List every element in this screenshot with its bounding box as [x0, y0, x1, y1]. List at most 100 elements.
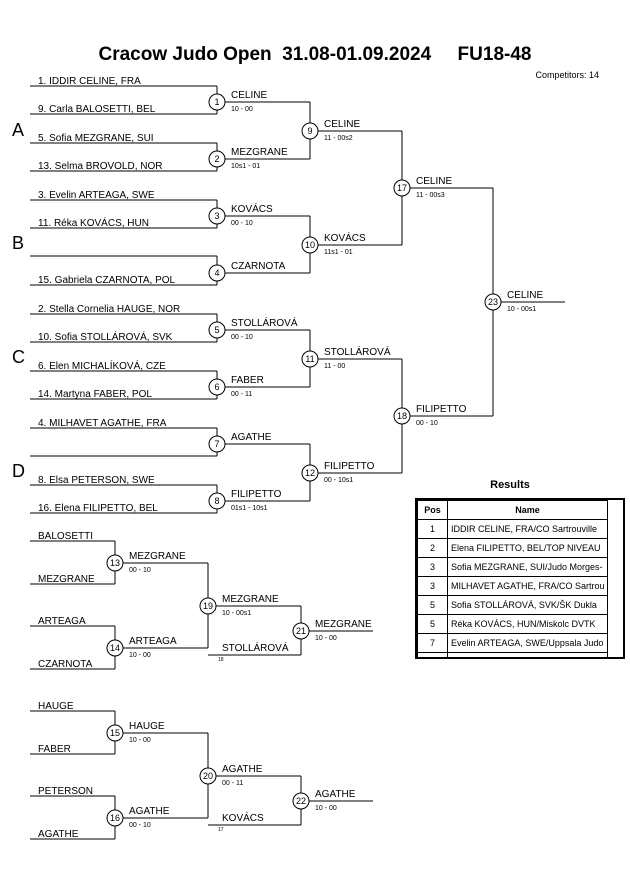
repechage-entrant: MEZGRANE [38, 574, 95, 585]
match-score: 00 - 10 [231, 334, 253, 341]
match-circle [484, 293, 502, 311]
competitors-count: Competitors: 14 [535, 70, 599, 80]
match-winner: FABER [231, 375, 264, 386]
entrant-name: 9. Carla BALOSETTI, BEL [38, 104, 156, 115]
match-circle [301, 464, 319, 482]
repechage-entrant: FABER [38, 744, 71, 755]
match-score: 10 - 00s1 [222, 610, 251, 617]
repechage-entrant: ARTEAGA [38, 616, 86, 627]
repechage-entrant: CZARNOTA [38, 659, 93, 670]
match-number: 8 [214, 496, 219, 506]
match-score: 11s1 - 01 [324, 249, 353, 256]
match-number: 23 [488, 297, 498, 307]
results-name: Evelin ARTEAGA, SWE/Uppsala Judo [447, 633, 608, 653]
repechage-entrant: HAUGE [38, 701, 74, 712]
entrant-name: 8. Elsa PETERSON, SWE [38, 475, 155, 486]
entrant-name: 11. Réka KOVÁCS, HUN [38, 216, 149, 229]
results-name: Elena FILIPETTO, BEL/TOP NIVEAU [447, 538, 608, 558]
pool-label: C [12, 347, 25, 367]
repechage-entrant: BALOSETTI [38, 531, 93, 542]
entrant-name: 4. MILHAVET AGATHE, FRA [38, 418, 167, 429]
results-name: Réka KOVÁCS, HUN/Miskolc DVTK [447, 614, 608, 634]
match-winner: AGATHE [129, 806, 170, 817]
match-number: 21 [296, 626, 306, 636]
match-winner: ARTEAGA [129, 636, 177, 647]
match-circle [106, 639, 124, 657]
match-number: 4 [214, 268, 219, 278]
results-pos: 5 [417, 614, 448, 634]
entrant-name: 3. Evelin ARTEAGA, SWE [38, 190, 155, 201]
match-circle [393, 179, 411, 197]
results-row: 7Stella Cornelia HAUGE, NOR/SSK Jud [417, 652, 608, 657]
match-winner: FILIPETTO [416, 404, 467, 415]
entrant-name: 6. Elen MICHALÍKOVÁ, CZE [38, 359, 166, 372]
results-name: IDDIR CELINE, FRA/CO Sartrouville [447, 519, 608, 539]
match-score: 00 - 11 [231, 391, 252, 398]
match-circle [106, 554, 124, 572]
results-header-pos: Pos [417, 500, 448, 520]
match-winner: CELINE [231, 90, 267, 101]
entrant-name: 15. Gabriela CZARNOTA, POL [38, 275, 176, 286]
results-pos: 1 [417, 519, 448, 539]
page-title: Cracow Judo Open 31.08-01.09.2024 FU18-4… [98, 44, 532, 65]
match-score: 01s1 - 10s1 [231, 505, 268, 512]
match-score: 10 - 00 [129, 652, 151, 659]
match-number: 20 [203, 771, 213, 781]
entrant-name: 5. Sofia MEZGRANE, SUI [38, 133, 154, 144]
match-winner: MEZGRANE [315, 619, 372, 630]
repechage-entrant: AGATHE [38, 829, 79, 840]
match-number: 11 [305, 354, 314, 364]
match-winner: AGATHE [315, 789, 356, 800]
match-score: 10s1 - 01 [231, 163, 260, 170]
match-circle [106, 724, 124, 742]
match-score: 10 - 00 [315, 805, 337, 812]
match-score: 00 - 10 [231, 220, 253, 227]
match-winner: AGATHE [231, 432, 272, 443]
results-pos: 3 [417, 576, 448, 596]
match-number: 22 [296, 796, 306, 806]
entrant-name: 1. IDDIR CELINE, FRA [38, 76, 141, 87]
match-number: 18 [397, 411, 407, 421]
entrant-name: 14. Martyna FABER, POL [38, 389, 152, 400]
match-winner: CELINE [324, 119, 360, 130]
match-score: 10 - 00 [231, 106, 253, 113]
match-circle [301, 350, 319, 368]
match-number: 1 [214, 97, 219, 107]
results-pos: 7 [417, 633, 448, 653]
results-pos: 5 [417, 595, 448, 615]
match-circle [208, 264, 226, 282]
match-winner: STOLLÁROVÁ [231, 316, 298, 329]
match-score: 10 - 00s1 [507, 306, 536, 313]
results-title: Results [490, 479, 530, 491]
match-circle [208, 321, 226, 339]
dropin-name: STOLLÁROVÁ [222, 641, 289, 654]
match-score: 00 - 11 [222, 780, 243, 787]
match-winner: AGATHE [222, 764, 263, 775]
repechage-entrant: PETERSON [38, 786, 93, 797]
match-score: 00 - 10s1 [324, 477, 353, 484]
pool-label: D [12, 461, 25, 481]
match-number: 16 [110, 813, 120, 823]
match-circle [208, 207, 226, 225]
dropin-ref: 17 [218, 827, 224, 833]
match-circle [208, 378, 226, 396]
match-circle [301, 236, 319, 254]
match-circle [208, 93, 226, 111]
match-winner: STOLLÁROVÁ [324, 345, 391, 358]
results-pos: 2 [417, 538, 448, 558]
match-winner: FILIPETTO [324, 461, 375, 472]
match-number: 3 [214, 211, 219, 221]
match-number: 9 [307, 126, 312, 136]
match-score: 11 - 00s3 [416, 192, 445, 199]
match-circle [199, 767, 217, 785]
match-circle [208, 492, 226, 510]
entrant-name: 2. Stella Cornelia HAUGE, NOR [38, 304, 180, 315]
match-number: 15 [110, 728, 120, 738]
dropin-ref: 18 [218, 657, 224, 663]
